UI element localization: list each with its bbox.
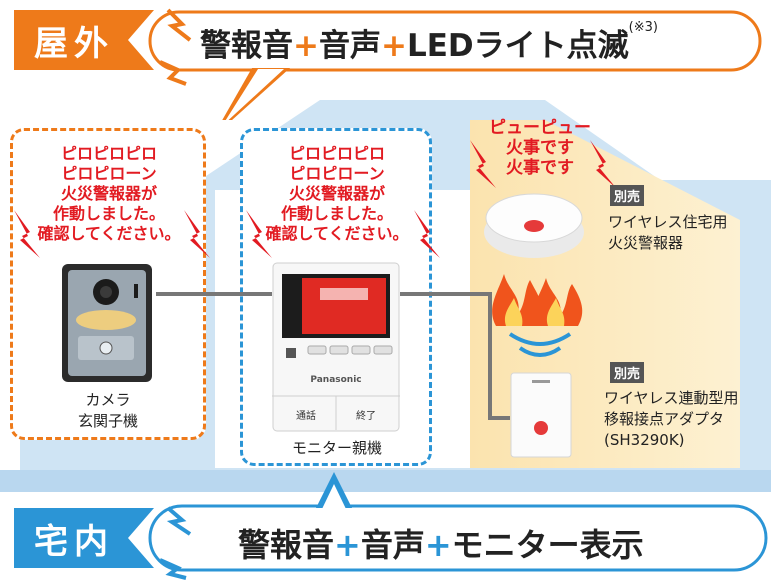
outdoor-banner-part3: LEDライト点滅 bbox=[406, 28, 629, 64]
indoor-banner-part1: 警報音 bbox=[238, 526, 335, 564]
lightning-icon bbox=[470, 140, 496, 188]
monitor-label: モニター親機 bbox=[291, 439, 382, 457]
lightning-marks bbox=[14, 140, 616, 258]
lightning-icon bbox=[246, 210, 272, 258]
connection-lines bbox=[156, 292, 510, 420]
outdoor-banner-text: 警報音+音声+LEDライト点滅(※3) bbox=[200, 20, 658, 65]
monitor-announce-line4: 作動しました。 bbox=[280, 204, 393, 223]
outdoor-banner-note: (※3) bbox=[628, 20, 658, 35]
monitor-announce: ピロピロピロ ピロピローン 火災警報器が 作動しました。 確認してください。 bbox=[244, 144, 430, 244]
outdoor-banner-part1: 警報音 bbox=[200, 28, 293, 64]
indoor-banner-frame bbox=[14, 472, 768, 580]
detector-label-line2: 火災警報器 bbox=[608, 234, 684, 252]
indoor-tag: 宅内 bbox=[34, 521, 114, 562]
monitor-announce-line2: ピロピローン bbox=[289, 164, 385, 183]
smoke-detector-icon bbox=[484, 193, 584, 258]
outdoor-banner-frame bbox=[14, 8, 762, 120]
monitor-announce-line1: ピロピロピロ bbox=[288, 144, 385, 163]
monitor-end-button[interactable]: 終了 bbox=[356, 411, 376, 422]
camera-announce-line3: 火災警報器が bbox=[60, 184, 157, 203]
camera-announce-line2: ピロピローン bbox=[61, 164, 157, 183]
monitor-talk-button[interactable]: 通話 bbox=[296, 411, 316, 422]
adapter-label-line2: 移報接点アダプタ bbox=[604, 410, 725, 428]
detector-badge: 別売 bbox=[610, 185, 645, 206]
indoor-banner-text: 警報音+音声+モニター表示 bbox=[238, 520, 644, 566]
wireless-signal-icon bbox=[508, 332, 572, 357]
camera-label-line1: カメラ bbox=[85, 391, 131, 409]
camera-label: カメラ 玄関子機 bbox=[62, 390, 154, 432]
detector-label-line1: ワイヤレス住宅用 bbox=[608, 213, 728, 231]
alarm-voice-line1: ピューピュー bbox=[489, 118, 591, 138]
alarm-voice-line2: 火事です bbox=[506, 138, 574, 158]
outdoor-plus-2: + bbox=[380, 28, 407, 64]
lightning-icon bbox=[14, 210, 40, 258]
camera-announce-line1: ピロピロピロ bbox=[60, 144, 157, 163]
camera-announce-line4: 作動しました。 bbox=[52, 204, 165, 223]
lightning-icon bbox=[414, 210, 440, 258]
outdoor-banner-part2: 音声 bbox=[318, 28, 381, 64]
adapter-label-line1: ワイヤレス連動型用 bbox=[604, 389, 739, 407]
indoor-plus-1: + bbox=[334, 526, 361, 564]
fire-icon bbox=[492, 274, 583, 326]
monitor-announce-line3: 火災警報器が bbox=[288, 184, 385, 203]
detector-label: ワイヤレス住宅用 火災警報器 bbox=[608, 212, 728, 254]
relay-adapter-icon bbox=[510, 372, 572, 458]
outdoor-tag: 屋外 bbox=[34, 23, 114, 64]
alarm-voice-line3: 火事です bbox=[506, 158, 574, 178]
ground-band bbox=[0, 470, 771, 492]
camera-label-line2: 玄関子機 bbox=[77, 412, 138, 430]
adapter-label: ワイヤレス連動型用 移報接点アダプタ (SH3290K) bbox=[604, 388, 739, 451]
monitor-device-icon bbox=[272, 262, 400, 432]
indoor-banner-part3: モニター表示 bbox=[451, 526, 644, 564]
lightning-icon bbox=[184, 210, 210, 258]
indoor-plus-2: + bbox=[424, 526, 452, 564]
adapter-label-line3: (SH3290K) bbox=[604, 431, 685, 449]
outdoor-plus-1: + bbox=[293, 28, 319, 64]
door-camera-icon bbox=[62, 264, 152, 382]
indoor-banner-part2: 音声 bbox=[360, 526, 425, 564]
lightning-icon bbox=[590, 140, 616, 188]
camera-announce: ピロピロピロ ピロピローン 火災警報器が 作動しました。 確認してください。 bbox=[16, 144, 202, 244]
monitor-brand: Panasonic bbox=[310, 375, 362, 385]
alarm-voice: ピューピュー 火事です 火事です bbox=[480, 118, 600, 178]
adapter-badge: 別売 bbox=[610, 362, 645, 383]
monitor-announce-line5: 確認してください。 bbox=[265, 224, 409, 243]
camera-announce-line5: 確認してください。 bbox=[37, 224, 181, 243]
